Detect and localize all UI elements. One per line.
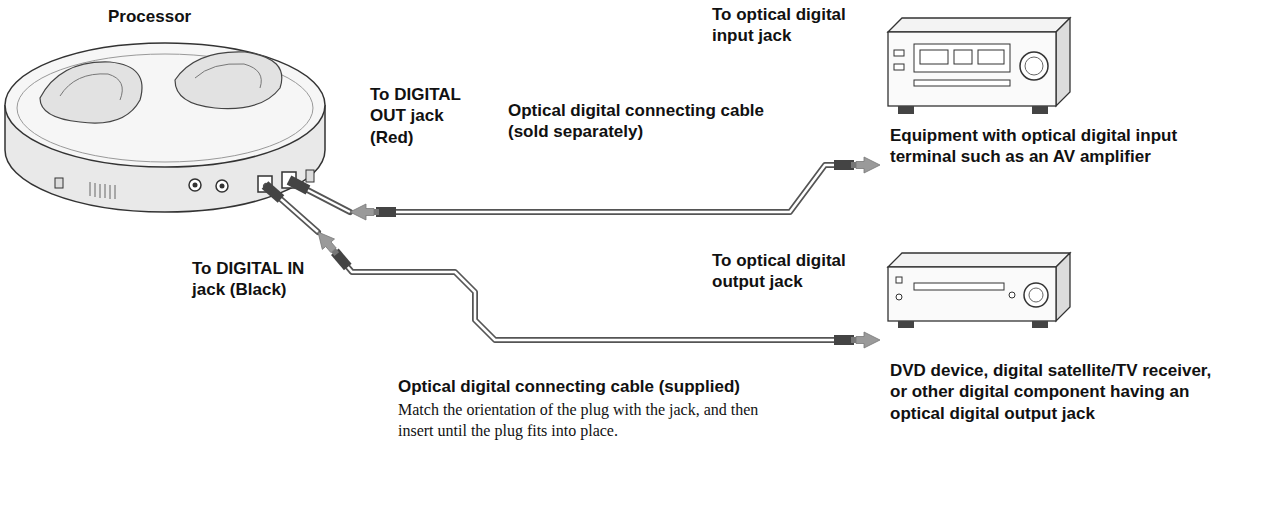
device-caption: Processor — [108, 6, 268, 27]
jack-label: To optical digital output jack — [712, 250, 874, 293]
amplifier-illustration — [880, 10, 1080, 122]
jack-label: To DIGITAL IN jack (Black) — [192, 258, 330, 301]
processor-device: Processor — [0, 0, 350, 232]
processor-illustration — [0, 0, 360, 240]
dvd-illustration — [880, 245, 1080, 335]
cable-label: Optical digital connecting cable (sold s… — [508, 100, 808, 143]
instruction-note: Match the orientation of the plug with t… — [398, 400, 770, 442]
optical-cable — [350, 157, 880, 220]
device-caption: Equipment with optical digital input ter… — [890, 125, 1220, 168]
device-caption: DVD device, digital satellite/TV receive… — [890, 360, 1220, 424]
jack-label: To DIGITAL OUT jack (Red) — [370, 84, 488, 148]
cable-label: Optical digital connecting cable (suppli… — [398, 376, 740, 397]
amplifier-device: Equipment with optical digital input ter… — [880, 10, 1252, 174]
jack-label: To optical digital input jack — [712, 4, 874, 47]
dvd-device: DVD device, digital satellite/TV receive… — [880, 245, 1252, 430]
optical-cable — [318, 232, 880, 348]
